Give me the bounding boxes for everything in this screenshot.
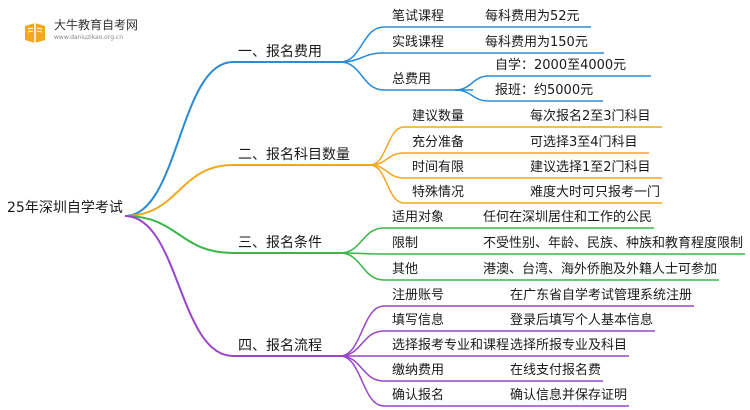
child-connector-2-4	[369, 164, 518, 204]
value-label-4-2: 登录后填写个人基本信息	[510, 313, 654, 328]
root-topic: 25年深圳自学考试	[7, 200, 123, 216]
sub-label-1-3-1: 自学：2000至4000元	[495, 58, 627, 73]
section-label-4: 四、报名流程	[238, 338, 322, 354]
value-label-4-4: 在线支付报名费	[510, 363, 602, 378]
value-label-3-3: 港澳、台湾、海外侨胞及外籍人士可参加	[483, 262, 718, 277]
sub-label-1-3-2: 报班：约5000元	[495, 83, 594, 98]
child-connector-3-1	[339, 227, 471, 254]
child-label-2-2: 充分准备	[412, 135, 465, 150]
child-label-2-3: 时间有限	[412, 160, 465, 175]
child-connector-1-3	[339, 61, 473, 91]
sub-connector-1-3-1	[454, 75, 651, 91]
branch-connector-3	[124, 215, 340, 254]
child-label-1-2: 实践课程	[392, 35, 445, 50]
section-label-1: 一、报名费用	[238, 44, 322, 60]
value-label-4-1: 在广东省自学考试管理系统注册	[510, 288, 693, 303]
logo-url: www.daniuzikao.org.cn	[54, 34, 124, 41]
child-label-4-2: 填写信息	[392, 313, 445, 328]
child-label-4-5: 确认报名	[392, 388, 445, 403]
value-label-4-5: 确认信息并保存证明	[510, 388, 628, 403]
site-logo: 大牛教育自考网 www.daniuzikao.org.cn	[22, 16, 142, 46]
branch-connector-2	[124, 164, 370, 217]
child-label-3-1: 适用对象	[392, 210, 445, 225]
child-connector-2-2	[369, 152, 518, 166]
branch-connector-1	[124, 61, 340, 217]
child-connector-4-1	[339, 305, 498, 357]
value-label-2-2: 可选择3至4门科目	[530, 135, 638, 150]
child-label-3-2: 限制	[392, 236, 419, 251]
value-label-1-1: 每科费用为52元	[485, 9, 580, 24]
value-label-2-4: 难度大时可只报考一门	[530, 185, 661, 200]
child-label-2-1: 建议数量	[412, 109, 465, 124]
child-label-4-4: 缴纳费用	[392, 363, 445, 378]
child-label-1-3: 总费用	[392, 72, 432, 87]
value-label-1-2: 每科费用为150元	[485, 35, 588, 50]
value-label-3-1: 任何在深圳居住和工作的公民	[483, 210, 653, 225]
child-label-3-3: 其他	[392, 262, 419, 277]
child-connector-4-4	[339, 355, 498, 382]
child-label-2-4: 特殊情况	[412, 185, 465, 200]
book-logo-icon	[25, 23, 45, 43]
child-label-4-1: 注册账号	[392, 288, 445, 303]
section-label-2: 二、报名科目数量	[238, 147, 350, 163]
value-label-4-3: 选择所报专业及科目	[510, 338, 628, 353]
branch-connector-4	[124, 215, 340, 357]
value-label-2-3: 建议选择1至2门科目	[530, 160, 651, 175]
child-connector-1-2	[339, 52, 473, 63]
child-label-4-3: 选择报考专业和课程	[392, 338, 510, 353]
logo-title: 大牛教育自考网	[54, 18, 139, 32]
child-connector-4-5	[339, 355, 498, 407]
child-label-1-1: 笔试课程	[392, 9, 445, 24]
section-label-3: 三、报名条件	[238, 235, 322, 251]
value-label-2-1: 每次报名2至3门科目	[530, 109, 651, 124]
child-connector-3-3	[339, 252, 471, 281]
sub-connector-1-3-2	[454, 89, 603, 102]
child-connector-2-1	[369, 126, 518, 166]
value-label-3-2: 不受性别、年龄、民族、种族和教育程度限制	[483, 236, 744, 251]
child-connector-1-1	[339, 26, 473, 63]
child-connector-4-2	[339, 330, 498, 357]
